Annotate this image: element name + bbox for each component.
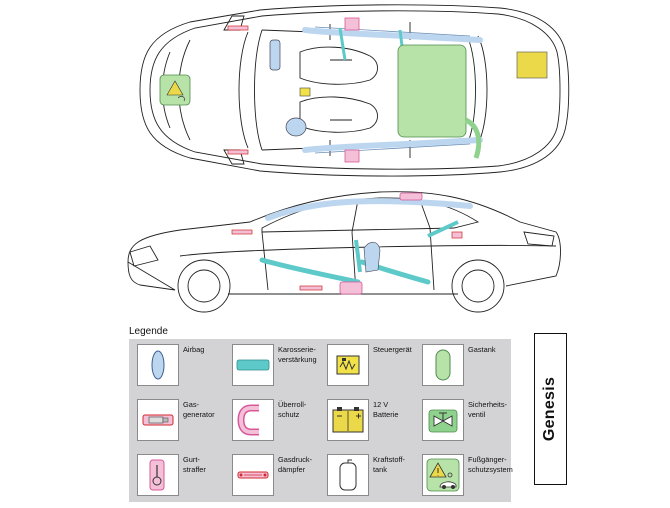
belt-tensioner-side	[339, 281, 363, 295]
gas-tank-icon	[435, 349, 451, 381]
rollover-icon	[237, 404, 259, 436]
legend-item-airbag: Airbag	[129, 339, 224, 389]
legend-label: Gurt- straffer	[183, 455, 206, 474]
reinforcement-icon	[236, 359, 270, 371]
curtain-airbag-bottom	[302, 137, 483, 153]
dashboard-airbag	[269, 39, 281, 71]
top-view-components	[159, 17, 548, 163]
legend-label: Gastank	[468, 345, 496, 354]
legend-label: Überroll- schutz	[278, 400, 307, 419]
legend-item-gas-damper: Gasdruck- dämpfer	[224, 449, 319, 499]
airbag-icon	[151, 350, 165, 380]
legend-item-safety-valve: Sicherheits- ventil	[414, 394, 509, 444]
controller-icon	[336, 355, 360, 375]
legend-label: 12 V Batterie	[373, 400, 399, 419]
belt-tensioner-icon	[149, 459, 165, 491]
battery-top	[516, 51, 548, 79]
gas-damper-rear-side	[451, 231, 463, 239]
curtain-airbag-top	[302, 27, 483, 43]
gas-damper-top-right	[227, 149, 249, 155]
legend-item-battery: 12 V Batterie	[319, 394, 414, 444]
side-airbag	[363, 241, 381, 273]
curtain-airbag-side	[265, 198, 473, 221]
legend-label: Kraftstoff- tank	[373, 455, 405, 474]
legend-label: Gas- generator	[183, 400, 215, 419]
pillar-reinforcement	[354, 220, 459, 273]
brand-label: Genesis	[541, 376, 559, 442]
gas-line-top	[464, 117, 482, 159]
legend-label: Gasdruck- dämpfer	[278, 455, 313, 474]
fuel-tank-icon	[339, 459, 357, 491]
door-reinforcement-front	[259, 257, 361, 285]
legend-item-gas-tank: Gastank	[414, 339, 509, 389]
legend-item-controller: Steuergerät	[319, 339, 414, 389]
gas-damper-icon	[237, 471, 269, 479]
battery-icon	[332, 407, 364, 433]
gas-generator-side	[299, 285, 323, 291]
legend-label: Karosserie- verstärkung	[278, 345, 317, 364]
gas-damper-top-left	[227, 25, 249, 31]
legend-item-rollover: Überroll- schutz	[224, 394, 319, 444]
legend-item-fuel-tank: Kraftstoff- tank	[319, 449, 414, 499]
safety-valve-icon	[428, 409, 458, 433]
legend-item-gas-generator: Gas- generator	[129, 394, 224, 444]
legend-label: Sicherheits- ventil	[468, 400, 508, 419]
controller-top	[299, 87, 311, 97]
legend-label: Steuergerät	[373, 345, 412, 354]
side-view-components	[231, 192, 473, 295]
gas-generator-icon	[142, 414, 174, 426]
belt-tensioner-top-left	[344, 17, 360, 31]
legend-label: Airbag	[183, 345, 205, 354]
legend-item-reinforcement: Karosserie- verstärkung	[224, 339, 319, 389]
pedestrian-protection-icon	[426, 458, 460, 492]
legend-title: Legende	[129, 326, 168, 337]
legend-label: Fußgänger- schutzsystem	[468, 455, 513, 474]
legend-panel: Airbag Karosserie- verstärkung Steuerger…	[129, 339, 513, 502]
brand-label-box: Genesis	[534, 333, 567, 485]
car-diagram	[127, 4, 570, 313]
gas-damper-side	[231, 229, 253, 235]
legend-item-pedestrian: Fußgänger- schutzsystem	[414, 449, 513, 499]
legend-item-belt-tensioner: Gurt- straffer	[129, 449, 224, 499]
gas-tank-top	[397, 44, 467, 138]
belt-tensioner-top-right	[344, 149, 360, 163]
rollover-side	[399, 192, 423, 201]
steering-airbag	[285, 117, 307, 137]
